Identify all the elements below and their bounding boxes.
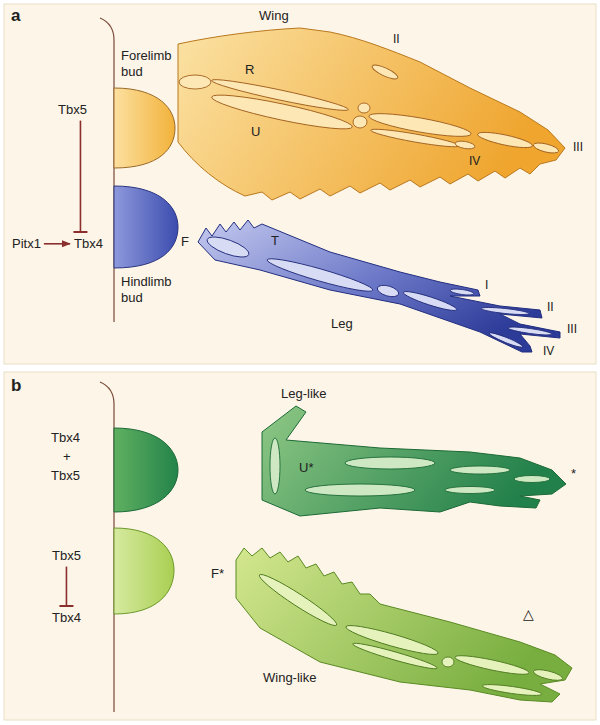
- digit-bone: [454, 652, 530, 678]
- digit-label: I: [484, 278, 489, 292]
- digit-bone: [371, 62, 400, 81]
- ulna-bone: [210, 89, 354, 135]
- phalanx-bone: [477, 129, 534, 150]
- gene-name: Tbx4: [74, 236, 103, 252]
- mark-label: *: [570, 466, 577, 482]
- metatarsal-bone: [402, 289, 458, 314]
- gene-name: Tbx5: [52, 548, 81, 564]
- gene-label: Tbx5: [50, 468, 81, 484]
- carpal-bone: [353, 116, 367, 128]
- bone-label: F: [180, 234, 190, 250]
- bone-label: U*: [298, 460, 314, 476]
- phalanx-bone: [455, 140, 476, 150]
- toe-bone: [508, 325, 552, 336]
- activation-arrow: [44, 243, 70, 245]
- hindlimb-bud: [114, 186, 178, 268]
- gene-label: +: [62, 449, 72, 465]
- tibia-bone: [265, 254, 374, 296]
- gene-name: Pitx1: [12, 236, 41, 252]
- gene-label: Tbx4: [50, 430, 81, 446]
- digit-bone: [532, 667, 563, 682]
- inhibition-line: [80, 121, 82, 232]
- panel-letter: b: [10, 376, 22, 396]
- digit-bone: [445, 487, 495, 494]
- toe-bone: [450, 288, 474, 296]
- body-wall-line: [100, 18, 114, 322]
- bone-label: F*: [210, 566, 225, 582]
- long-bone: [352, 640, 439, 672]
- body-wall-line: [100, 382, 114, 712]
- femur-bone: [205, 233, 251, 261]
- bone-label: R: [244, 62, 255, 78]
- radius-bone: [305, 484, 415, 496]
- gene-name: Tbx4: [52, 610, 81, 626]
- digit-bone: [450, 466, 510, 474]
- tarsal-bone: [376, 283, 400, 299]
- toe-bone: [481, 306, 529, 316]
- digit-label: IV: [468, 154, 481, 168]
- bone-label: T: [270, 233, 280, 249]
- bud-label: Forelimb bud: [120, 48, 188, 79]
- digit-label: III: [566, 322, 578, 336]
- limb-label: Leg-like: [280, 386, 328, 402]
- digit-label: II: [546, 300, 555, 314]
- carpal-bone: [358, 103, 370, 113]
- leg-like-outline: [262, 406, 566, 516]
- panel-ground: [4, 4, 596, 364]
- wing-outline: [178, 28, 565, 200]
- carpal-bone: [442, 657, 454, 667]
- limb-label: Wing-like: [262, 670, 317, 686]
- bone-label: U: [250, 124, 261, 140]
- toe-bone: [488, 331, 523, 349]
- ulna-bone: [345, 457, 435, 469]
- panel-ground: [4, 372, 596, 720]
- gene-node: Tbx4: [72, 234, 105, 254]
- digit-label: IV: [542, 344, 555, 358]
- forelimb-bud: [114, 428, 178, 512]
- limb-label: Leg: [330, 316, 354, 332]
- femur-bone: [256, 570, 340, 630]
- digit-bone: [514, 476, 550, 483]
- leg-outline: [198, 220, 560, 352]
- digit-bone: [482, 682, 542, 697]
- inhibition-line: [66, 567, 68, 606]
- wing-like-outline: [236, 548, 572, 702]
- hindlimb-bud: [114, 528, 174, 614]
- humerus-bone: [179, 75, 211, 89]
- femur-bone: [270, 438, 280, 494]
- gene-node: Tbx4: [50, 608, 83, 628]
- gene-name: Tbx5: [58, 102, 87, 118]
- digit-label: II: [392, 32, 401, 46]
- limb-label: Wing: [258, 8, 290, 24]
- bud-label: Hindlimb bud: [120, 274, 192, 305]
- gene-node: Pitx1: [10, 234, 43, 254]
- forelimb-bud: [114, 88, 175, 168]
- metacarpal-bone: [370, 126, 460, 150]
- mark-label: △: [522, 606, 535, 623]
- phalanx-bone: [532, 141, 559, 155]
- gene-node: Tbx5: [50, 546, 83, 566]
- gene-node: Tbx5: [56, 100, 89, 120]
- panel-letter: a: [10, 6, 21, 26]
- digit-label: III: [572, 140, 584, 154]
